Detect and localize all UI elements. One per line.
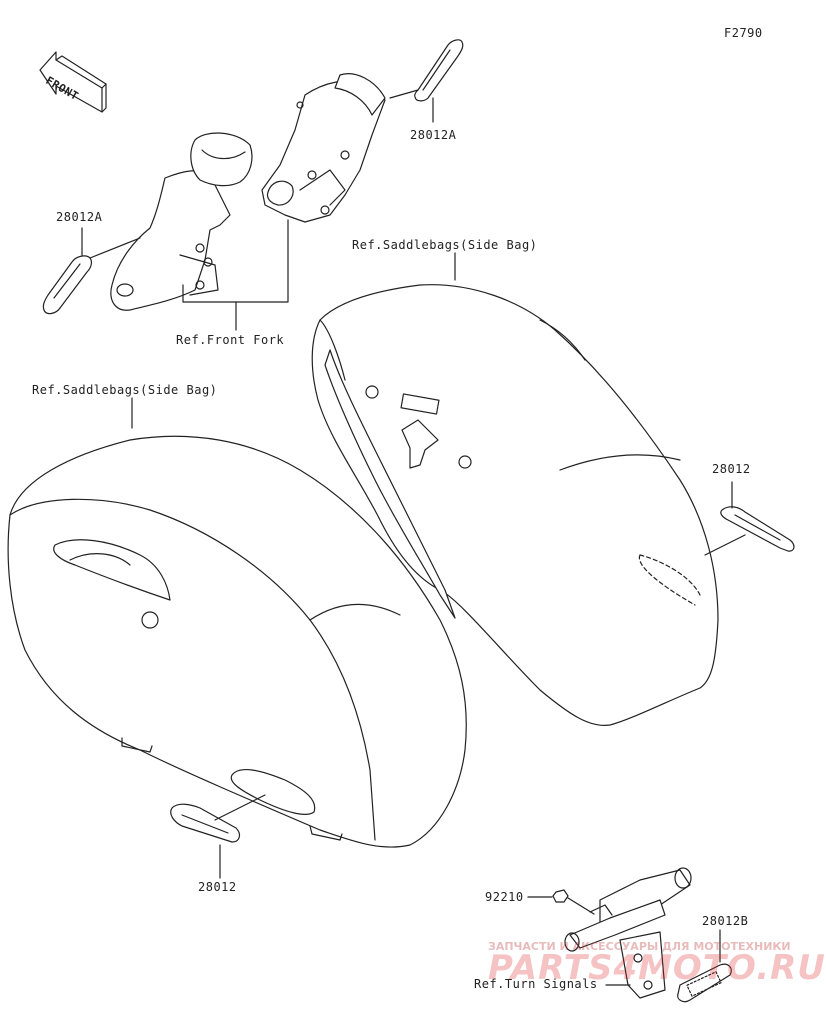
front-fork-right <box>261 73 386 223</box>
reflector-28012A-left <box>42 255 93 315</box>
turn-signal-bracket <box>564 867 692 999</box>
watermark-line1: ЗАПЧАСТИ И АКСЕССУАРЫ ДЛЯ МОТОТЕХНИКИ <box>488 940 791 953</box>
label-front-fork: Ref.Front Fork <box>176 333 285 347</box>
nut-92210 <box>552 889 595 915</box>
diagram-drawing <box>7 39 795 1003</box>
saddlebag-right <box>311 284 719 727</box>
front-arrow-icon <box>39 51 107 113</box>
diagram-code: F2790 <box>724 26 763 40</box>
reflector-28012-bottom <box>170 803 241 843</box>
label-28012A-top: 28012A <box>410 128 457 142</box>
label-turn-signals: Ref.Turn Signals <box>474 977 598 991</box>
saddlebag-left <box>7 435 467 848</box>
label-28012-bottom: 28012 <box>198 880 237 894</box>
label-28012A-left: 28012A <box>56 210 103 224</box>
label-92210: 92210 <box>485 890 524 904</box>
reflector-28012B <box>677 963 732 1003</box>
label-saddlebag-left: Ref.Saddlebags(Side Bag) <box>32 383 218 397</box>
label-28012B: 28012B <box>702 914 749 928</box>
parts-diagram: F2790 FRONT 28012A 28012A Ref.Front Fork… <box>7 26 825 1003</box>
front-fork-left <box>110 132 253 311</box>
reflector-28012-right <box>720 506 795 552</box>
watermark-line2: PARTS4MOTO.RU <box>488 948 826 988</box>
reflector-28012A-top <box>414 39 464 102</box>
label-28012-right: 28012 <box>712 462 751 476</box>
label-saddlebag-right: Ref.Saddlebags(Side Bag) <box>352 238 538 252</box>
